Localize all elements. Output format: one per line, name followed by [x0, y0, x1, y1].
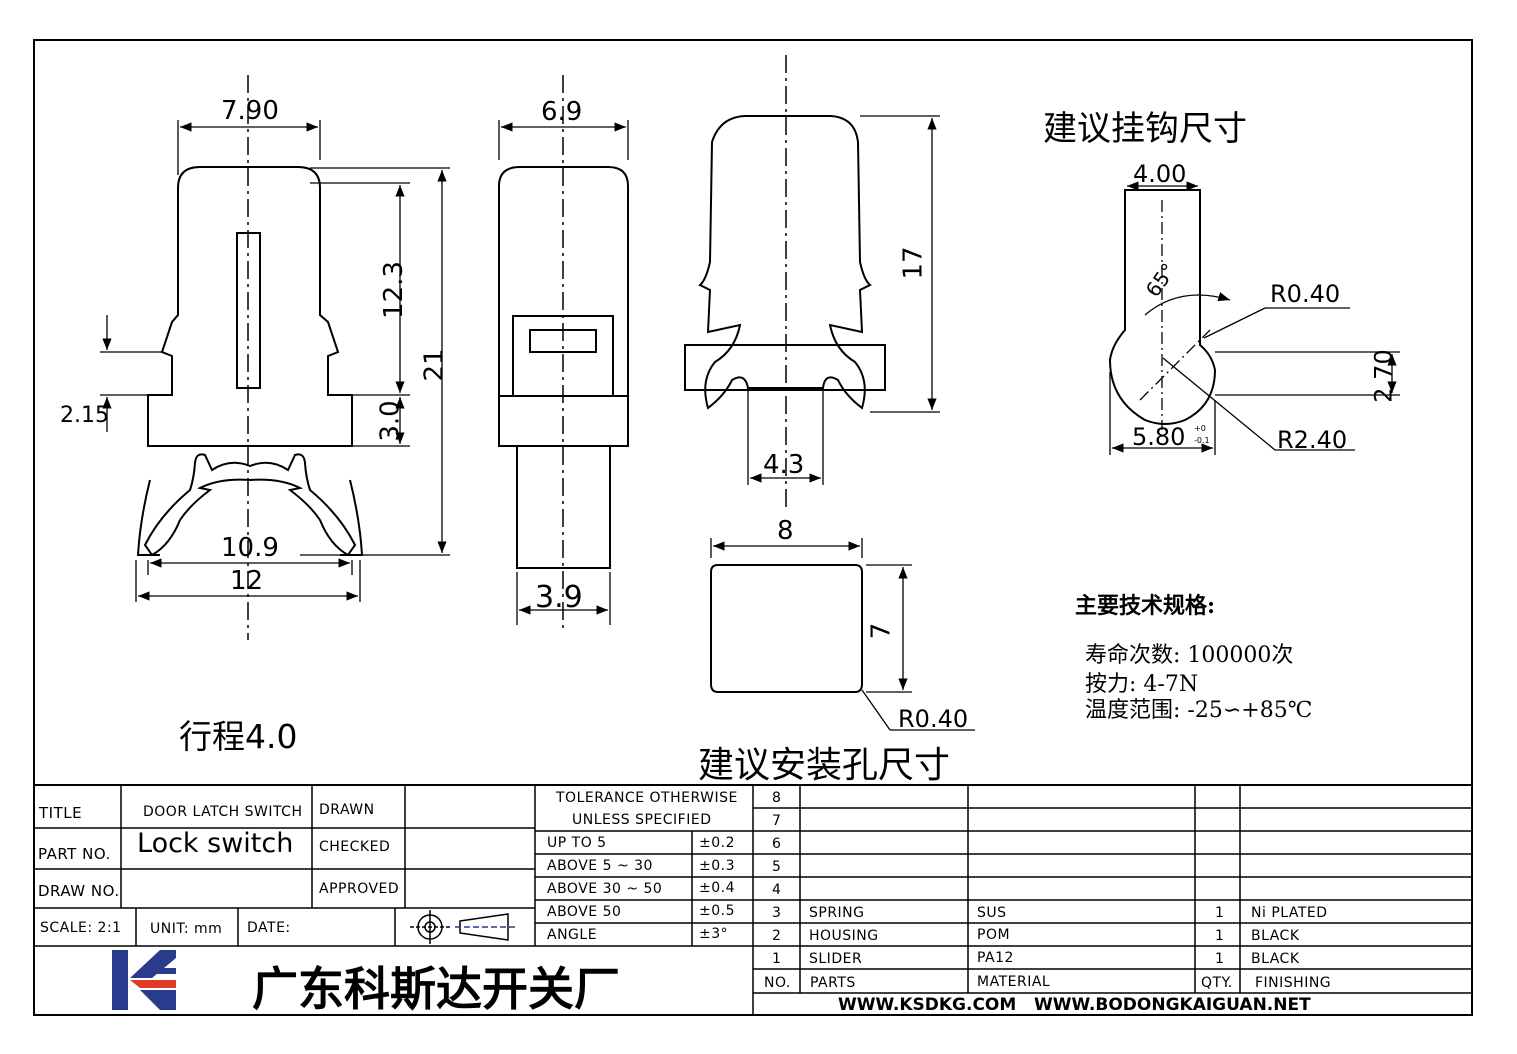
bom-finishing: Ni PLATED: [1251, 905, 1328, 921]
approved-label: APPROVED: [319, 881, 400, 897]
tolerance-heading-2: UNLESS SPECIFIED: [572, 812, 712, 828]
company-logo: [112, 950, 176, 1010]
front-view-dimensions: [100, 120, 450, 602]
part-no-value: Lock switch: [137, 828, 294, 859]
bom-header-part: PARTS: [810, 975, 856, 991]
hook-tolerance-top: +0: [1194, 424, 1206, 433]
projection-symbol-icon: [410, 910, 515, 944]
bom-part: SPRING: [809, 905, 865, 921]
tolerance-range-3: ABOVE 30 ~ 50: [547, 881, 663, 897]
hook-width-dim: 4.00: [1133, 160, 1187, 188]
bom-no: 3: [772, 905, 782, 921]
hook-detail: [1108, 189, 1217, 425]
bom-qty: 1: [1215, 951, 1225, 967]
scale-label: SCALE: 2:1: [40, 920, 122, 936]
front-top-width-dim: 7.90: [221, 96, 279, 126]
front-inner-width-dim: 10.9: [221, 533, 279, 563]
hook-tolerance-bottom: -0.1: [1194, 436, 1210, 445]
side-top-width-dim: 6.9: [541, 97, 583, 127]
title-value: DOOR LATCH SWITCH: [143, 804, 303, 820]
front-side-offset-dim: 2.15: [60, 403, 109, 428]
specs-temperature: 温度范围: -25∽+85℃: [1085, 698, 1313, 723]
checked-label: CHECKED: [319, 839, 391, 855]
front-upper-height-dim: 12.3: [378, 261, 409, 319]
bom-no: 8: [772, 790, 782, 806]
hook-small-radius-dim: R0.40: [1270, 280, 1341, 308]
tolerance-range-2: ABOVE 5 ~ 30: [547, 858, 653, 874]
tolerance-value-5: ±3°: [699, 926, 729, 942]
hole-width-dim: 8: [777, 516, 794, 546]
tolerance-range-5: ANGLE: [547, 927, 598, 943]
drawing-no-label: DRAW NO.: [38, 882, 120, 900]
hole-height-dim: 7: [866, 622, 897, 640]
bom-material: SUS: [977, 905, 1007, 921]
bom-finishing: BLACK: [1251, 951, 1300, 967]
hook-height-dim: 2.70: [1369, 349, 1398, 403]
websites: WWW.KSDKG.COM WWW.BODONGKAIGUAN.NET: [838, 995, 1311, 1015]
bom-qty: 1: [1215, 928, 1225, 944]
bom-part: HOUSING: [809, 928, 879, 944]
mounting-hole-dimensions: [710, 538, 975, 731]
side-bottom-width-dim: 3.9: [535, 580, 583, 615]
bom-header-no: NO.: [764, 975, 791, 991]
part-no-label: PART NO.: [38, 845, 111, 863]
bom-finishing: BLACK: [1251, 928, 1300, 944]
bom-no: 7: [772, 813, 782, 829]
bom-material: PA12: [977, 950, 1014, 966]
front-outer-width-dim: 12: [230, 566, 264, 596]
bom-qty: 1: [1215, 905, 1225, 921]
front-step-height-dim: 3.0: [375, 400, 406, 442]
drawn-label: DRAWN: [319, 802, 375, 818]
stroke-label: 行程4.0: [179, 717, 298, 756]
mounting-hole: [710, 564, 863, 693]
tolerance-value-1: ±0.2: [699, 835, 735, 851]
side-view-dimensions: [498, 120, 629, 625]
bom-no: 1: [772, 951, 782, 967]
front-total-height-dim: 21: [419, 348, 450, 382]
bom-header-qty: QTY.: [1201, 975, 1233, 991]
hook-detail-centerline: [1139, 200, 1211, 430]
specs-heading: 主要技术规格:: [1075, 593, 1216, 619]
tolerance-range-1: UP TO 5: [547, 835, 607, 851]
hook-title: 建议挂钩尺寸: [1043, 109, 1247, 149]
tolerance-value-4: ±0.5: [699, 903, 735, 919]
section-view: [684, 115, 886, 410]
tolerance-heading-1: TOLERANCE OTHERWISE: [556, 790, 738, 806]
bom-no: 4: [772, 882, 782, 898]
tolerance-value-2: ±0.3: [699, 858, 735, 874]
section-height-dim: 17: [898, 246, 929, 280]
hook-large-radius-dim: R2.40: [1277, 426, 1348, 454]
bom-no: 2: [772, 928, 782, 944]
bom-material: POM: [977, 927, 1011, 943]
bom-no: 6: [772, 836, 782, 852]
hole-radius-dim: R0.40: [898, 705, 969, 733]
front-view: [136, 166, 364, 557]
unit-label: UNIT: mm: [150, 921, 223, 937]
date-label: DATE:: [247, 920, 291, 936]
section-view-dimensions: [747, 115, 940, 485]
title-label: TITLE: [39, 804, 83, 822]
bom-no: 5: [772, 859, 782, 875]
bom-header-material: MATERIAL: [977, 974, 1051, 990]
specs-life: 寿命次数: 100000次: [1085, 643, 1294, 668]
hole-title: 建议安装孔尺寸: [698, 745, 951, 786]
section-width-dim: 4.3: [763, 450, 805, 480]
bom-header-finishing: FINISHING: [1255, 975, 1332, 991]
bom-part: SLIDER: [809, 951, 863, 967]
title-block-grid: [34, 785, 1472, 1015]
specs-force: 按力: 4-7N: [1085, 672, 1199, 697]
hook-detail-dimensions: [1109, 181, 1400, 455]
company-name: 广东科斯达开关厂: [252, 962, 620, 1016]
tolerance-range-4: ABOVE 50: [547, 904, 622, 920]
hook-bottom-width-dim: 5.80: [1132, 423, 1186, 451]
tolerance-value-3: ±0.4: [699, 880, 735, 896]
